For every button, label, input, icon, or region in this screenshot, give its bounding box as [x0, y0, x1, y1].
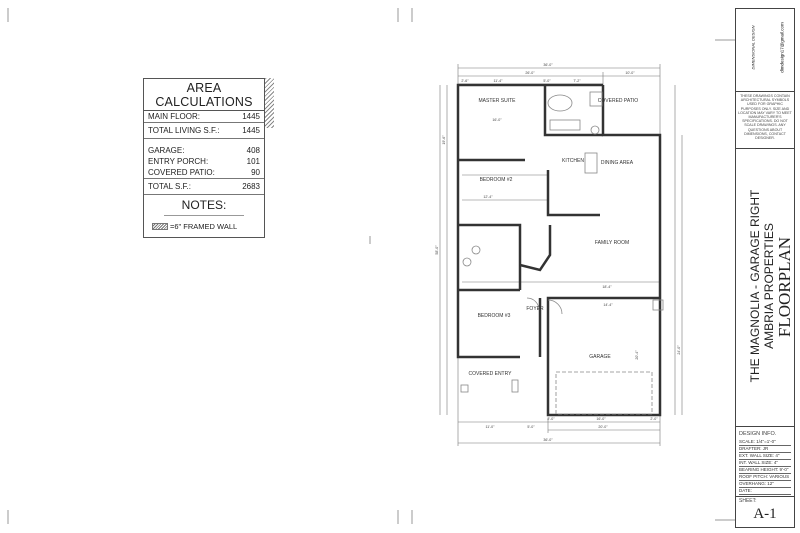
- design-info-title: DESIGN INFO.: [739, 431, 777, 437]
- logo-section: DIMENSIONAL DESIGN dimdesign17@gmail.com: [736, 9, 794, 92]
- room-covered-entry: COVERED ENTRY: [469, 371, 513, 377]
- design-info: DESIGN INFO. SCALE: 1/4"=1'-0" DRAFTER: …: [736, 426, 794, 497]
- area-row: TOTAL LIVING S.F.: 1445: [144, 123, 264, 139]
- area-value: 101: [246, 157, 260, 166]
- title-block: DIMENSIONAL DESIGN dimdesign17@gmail.com…: [735, 8, 795, 528]
- area-label: COVERED PATIO:: [148, 168, 215, 177]
- area-label: MAIN FLOOR:: [148, 112, 201, 121]
- room-bedroom-2: BEDROOM #2: [480, 177, 513, 183]
- sheet-number: A-1: [753, 506, 777, 522]
- area-row: MAIN FLOOR: 1445: [144, 111, 264, 123]
- area-value: 2683: [242, 182, 260, 191]
- room-dining-area: DINING AREA: [601, 160, 634, 166]
- dim-label: 2'-0": [650, 417, 658, 421]
- dim-label: 7'-2": [573, 79, 581, 83]
- dim-label: 20'-0": [598, 425, 608, 429]
- dim-label: 36'-0": [543, 438, 553, 442]
- area-label: TOTAL S.F.:: [148, 182, 191, 191]
- project-name: THE MAGNOLIA - GARAGE RIGHT: [748, 189, 762, 383]
- sheet-title: FLOORPLAN: [775, 236, 794, 338]
- room-master-suite: MASTER SUITE: [479, 98, 517, 104]
- room-foyer: FOYER: [526, 306, 544, 312]
- design-info-item: EXT. WALL SIZE: 4": [739, 453, 791, 460]
- room-family-room: FAMILY ROOM: [595, 240, 629, 246]
- dim-label: 18'-4": [602, 285, 612, 289]
- dim-label: 12'-4": [483, 195, 493, 199]
- dim-label: 36'-0": [543, 63, 553, 67]
- design-info-item: DRAFTER: JR: [739, 446, 791, 453]
- client-name: AMBRIA PROPERTIES: [762, 223, 776, 349]
- area-row: COVERED PATIO: 90: [144, 167, 264, 179]
- dim-label: 16'-0": [492, 118, 502, 122]
- dim-label: 2'-6": [461, 79, 469, 83]
- area-value: 1445: [242, 112, 260, 121]
- area-value: 90: [251, 168, 260, 177]
- area-value: 1445: [242, 126, 260, 135]
- area-calculations-table: AREA CALCULATIONS MAIN FLOOR: 1445 TOTAL …: [143, 78, 265, 238]
- area-row: GARAGE: 408: [144, 145, 264, 156]
- area-title: AREA CALCULATIONS: [144, 79, 264, 111]
- dim-label: 5'-0": [527, 425, 535, 429]
- dim-label: 20'-4": [635, 350, 639, 360]
- design-info-item: INT. WALL SIZE: 4": [739, 460, 791, 467]
- design-info-item: DATE:: [739, 488, 791, 495]
- dim-label: 26'-0": [525, 71, 535, 75]
- notes-title: NOTES:: [164, 195, 244, 216]
- designer-email: dimdesign17@gmail.com: [779, 22, 785, 73]
- design-info-item: ROOF PITCH: VARIOUS: [739, 474, 791, 481]
- disclaimer: THESE DRAWINGS CONTAIN ARCHITECTURAL SYM…: [736, 91, 794, 149]
- room-covered-patio: COVERED PATIO: [598, 98, 638, 104]
- dimension-lines: [439, 64, 683, 446]
- dimension-labels: 36'-0" 26'-0" 10'-0" 2'-6" 11'-4" 5'-0" …: [435, 63, 681, 442]
- area-row: ENTRY PORCH: 101: [144, 156, 264, 167]
- hatch-swatch: [152, 223, 168, 230]
- area-row: TOTAL S.F.: 2683: [144, 179, 264, 195]
- sheet-label: SHEET:: [739, 498, 757, 504]
- room-bedroom-3: BEDROOM #3: [478, 313, 511, 319]
- area-label: ENTRY PORCH:: [148, 157, 209, 166]
- area-value: 408: [246, 146, 260, 155]
- room-labels: MASTER SUITE COVERED PATIO KITCHEN DININ…: [469, 98, 639, 377]
- wall-legend: =6" FRAMED WALL: [144, 216, 264, 237]
- dim-label: 19'-6": [442, 135, 446, 145]
- walls: [456, 83, 662, 417]
- logo: DIMENSIONAL DESIGN: [750, 25, 756, 70]
- dim-label: 58'-0": [435, 245, 439, 255]
- sheet-section: SHEET: A-1: [736, 496, 794, 527]
- fixtures: [460, 91, 664, 415]
- dim-label: 14'-4": [603, 303, 613, 307]
- dim-label: 10'-0": [625, 71, 635, 75]
- title-section: THE MAGNOLIA - GARAGE RIGHT AMBRIA PROPE…: [736, 149, 794, 427]
- dim-label: 24'-0": [677, 345, 681, 355]
- area-label: GARAGE:: [148, 146, 185, 155]
- design-info-item: BEARING HEIGHT: 9'-0": [739, 467, 791, 474]
- design-info-item: SCALE: 1/4"=1'-0": [739, 439, 791, 446]
- dim-label: 11'-4": [494, 79, 504, 83]
- dim-label: 5'-0": [543, 79, 551, 83]
- dim-label: 16'-0": [596, 417, 606, 421]
- design-info-item: OVERHANG: 12": [739, 481, 791, 488]
- room-kitchen: KITCHEN: [562, 158, 584, 164]
- legend-text: =6" FRAMED WALL: [170, 222, 238, 231]
- dim-label: 11'-0": [486, 425, 496, 429]
- dim-label: 2'-0": [547, 417, 555, 421]
- area-label: TOTAL LIVING S.F.:: [148, 126, 220, 135]
- room-garage: GARAGE: [589, 354, 611, 360]
